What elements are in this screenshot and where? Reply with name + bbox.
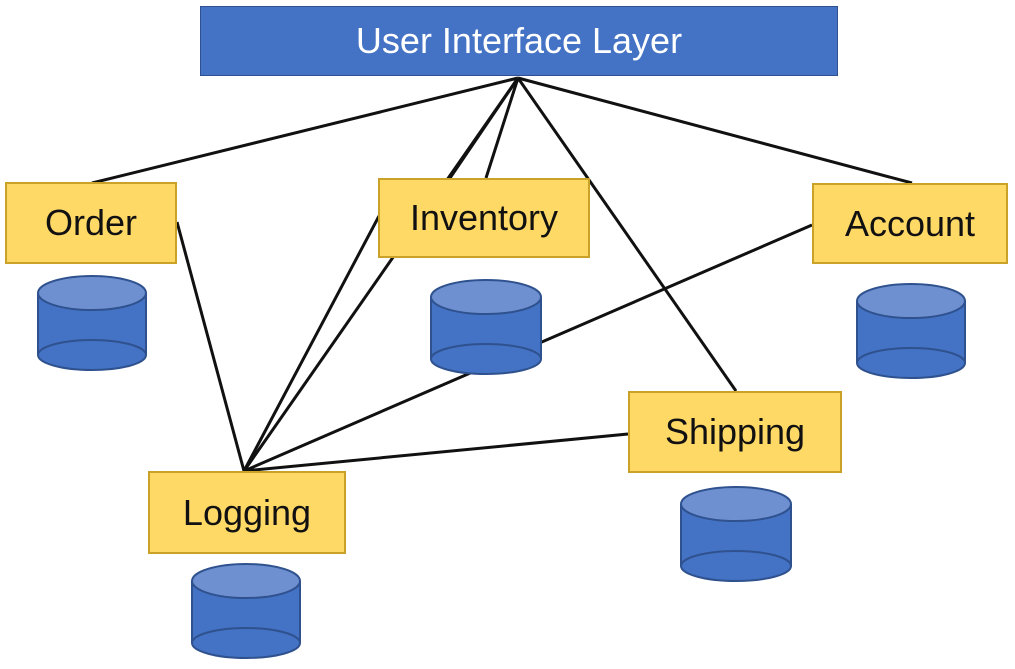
connector-logging-inventory — [242, 215, 381, 472]
connector-logging-order — [175, 221, 246, 472]
service-inventory: Inventory — [378, 178, 590, 258]
service-logging-label: Logging — [182, 491, 312, 533]
service-order-label: Order — [44, 202, 138, 243]
service-order: Order — [5, 182, 177, 264]
connector-ui-inventory-b — [484, 77, 520, 179]
database-icon — [680, 486, 792, 582]
service-account: Account — [812, 183, 1008, 264]
database-icon — [191, 563, 301, 659]
connector-ui-order — [91, 76, 519, 185]
database-icon — [37, 275, 147, 371]
database-icon — [856, 283, 966, 379]
connector-ui-shipping — [516, 77, 738, 392]
user-interface-layer-label: User Interface Layer — [355, 20, 683, 61]
connector-ui-logging — [242, 77, 520, 472]
database-icon — [430, 279, 542, 375]
service-shipping: Shipping — [628, 391, 842, 473]
service-inventory-label: Inventory — [409, 197, 559, 238]
service-account-label: Account — [844, 202, 976, 244]
user-interface-layer: User Interface Layer — [200, 6, 838, 76]
service-logging: Logging — [148, 471, 346, 554]
connector-logging-shipping — [243, 432, 629, 473]
service-shipping-label: Shipping — [664, 411, 806, 452]
connector-ui-account — [517, 76, 913, 185]
